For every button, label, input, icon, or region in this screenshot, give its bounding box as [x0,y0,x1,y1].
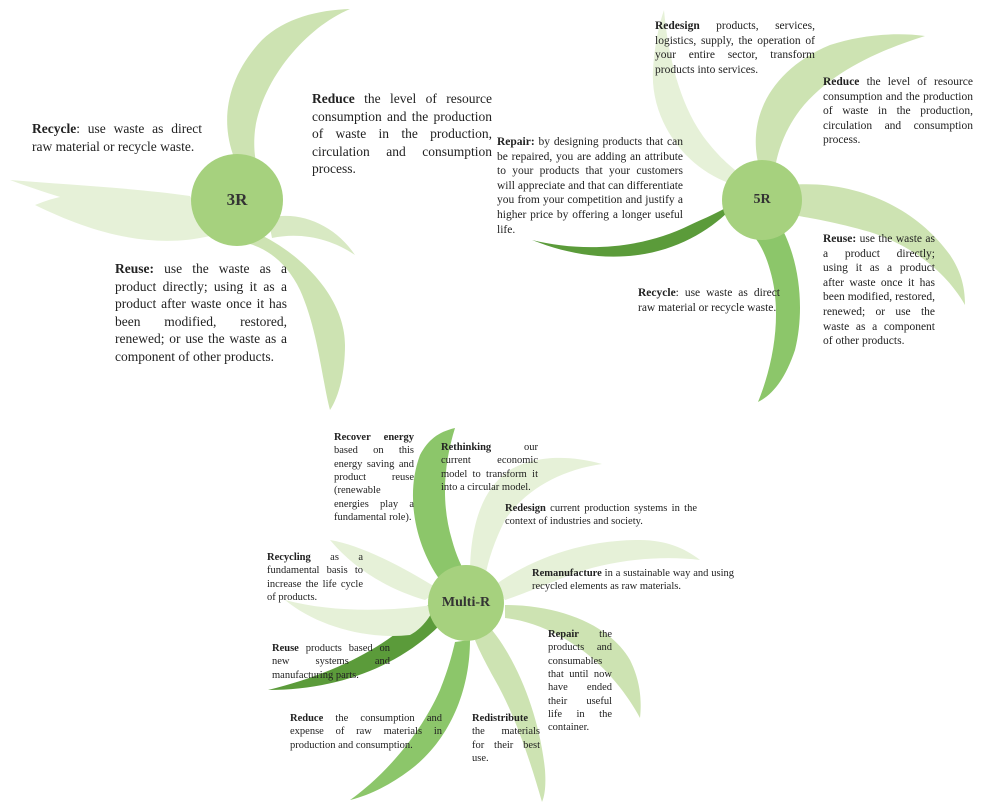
term: Reuse: [115,261,154,276]
term: Rethinking [441,442,492,453]
term: Reduce [823,76,860,88]
petal-3r-left2 [35,193,210,241]
petal-m-right1 [495,540,700,600]
3r-reduce-text: Reduce the level of resource consumption… [312,90,492,178]
petal-m-left-dark [268,600,440,690]
multi-remanufacture-text: Remanufacture in a sustainable way and u… [532,567,734,594]
description: use the waste as a product directly; usi… [823,233,935,348]
petal-5r-bottom [750,225,800,402]
multi-redistribute-text: Redistribute the materials for their bes… [472,712,540,765]
multi-reuse-text: Reuse products based on new systems and … [272,642,390,682]
petal-m-left-up [330,540,440,600]
description: as a fundamental basis to increase the l… [267,552,363,603]
3r-reuse-text: Reuse: use the waste as a product direct… [115,260,287,365]
description: by designing products that can be repair… [497,136,683,236]
multi-recover-energy-text: Recover energy based on this energy savi… [334,431,414,524]
multi-recycling-text: Recycling as a fundamental basis to incr… [267,551,363,604]
petal-3r-top [227,9,350,196]
multi-redesign-text: Redesign current production systems in t… [505,502,697,529]
petal-5r-top-left [652,10,745,185]
petal-m-right2 [505,605,641,718]
term: Redesign [505,503,546,514]
term: Recover energy [334,432,414,443]
term: Recycle [638,287,676,299]
term: Recycle [32,121,77,136]
description: use the waste as a product directly; usi… [115,261,287,364]
5r-redesign-text: Redesign products, services, logistics, … [655,19,815,77]
term: Repair [548,629,579,640]
hub-3r [191,154,283,246]
pinwheel-multi-r [268,428,700,802]
term: Redesign [655,20,700,32]
description: : use waste as direct raw material or re… [638,287,780,314]
pinwheel-3r [10,9,355,410]
petal-m-bottom-right [475,630,546,802]
description: : use waste as direct raw material or re… [32,121,202,154]
hub-multi-r-label: Multi-R [428,565,504,641]
5r-reuse-text: Reuse: use the waste as a product direct… [823,232,935,349]
description: the consumption and expense of raw mater… [290,713,442,751]
pinwheel-5r [532,10,965,402]
petal-m-left [285,600,432,636]
term: Reuse: [823,233,857,245]
description: the level of resource consumption and th… [312,91,492,177]
term: Remanufacture [532,568,602,579]
3r-recycle-text: Recycle: use waste as direct raw materia… [32,120,202,155]
hub-5r-label: 5R [722,160,802,240]
description: products based on new systems and manufa… [272,643,390,681]
multi-rethinking-text: Rethinking our current economic model to… [441,441,538,494]
hub-5r-text: 5R [753,192,771,207]
description: current production systems in the contex… [505,503,697,528]
petal-m-top1 [412,428,468,580]
term: Reuse [272,643,299,654]
hub-multi-r-text: Multi-R [441,595,491,610]
multi-reduce-text: Reduce the consumption and expense of ra… [290,712,442,752]
multi-repair-text: Repair the products and consumables that… [548,628,612,735]
hub-5r [722,160,802,240]
description: the products and consumables that until … [548,629,612,734]
hub-multi-r [428,565,504,641]
term: Reduce [290,713,324,724]
description: products, services, logistics, supply, t… [655,20,815,76]
petal-3r-bottom [250,232,345,410]
description: our current economic model to transform … [441,442,538,493]
term: Redistribute [472,713,528,724]
petal-m-top2 [470,457,602,578]
hub-3r-text: 3R [226,190,248,209]
description: the materials for their best use. [472,726,540,764]
petal-5r-top-right [755,34,925,171]
5r-recycle-text: Recycle: use waste as direct raw materia… [638,286,780,315]
description: the level of resource consumption and th… [823,76,973,147]
description: based on this energy saving and product … [334,445,414,523]
term: Recycling [267,552,311,563]
5r-repair-text: Repair: by designing products that can b… [497,135,683,237]
term: Repair: [497,136,535,148]
description: in a sustainable way and using recycled … [532,568,734,593]
petal-5r-left [532,205,730,257]
petal-5r-right [790,184,965,305]
petal-3r-right [268,215,355,255]
petal-m-bottom [350,640,470,800]
5r-reduce-text: Reduce the level of resource consumption… [823,75,973,148]
hub-3r-label: 3R [191,154,283,246]
term: Reduce [312,91,355,106]
